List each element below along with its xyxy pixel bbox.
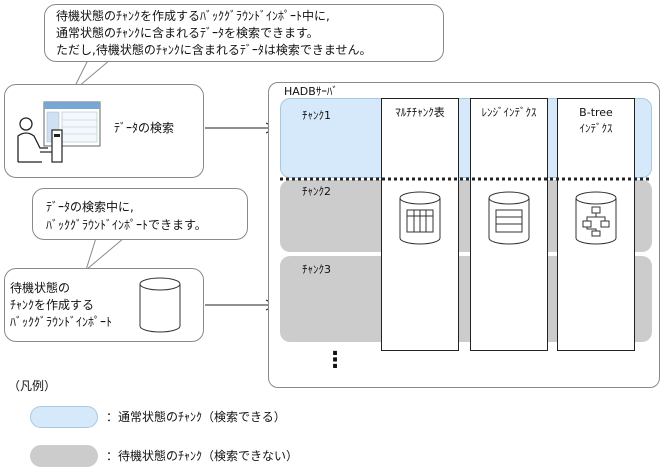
btree-index-header-2: ｲﾝﾃﾞｸｽ [579,122,613,135]
search-label: ﾃﾞｰﾀの検索 [114,121,175,135]
more-chunks-ellipsis: ⋮ [324,348,346,373]
legend-normal-swatch [30,406,98,428]
server-title: HADBｻｰﾊﾞ [284,85,338,98]
top-callout-line-2: 通常状態のﾁｬﾝｸに含まれるﾃﾞｰﾀを検索できます。 [56,26,319,40]
legend-title: （凡例） [8,379,57,393]
import-line-2: ﾁｬﾝｸを作成する [10,298,95,312]
import-line-1: 待機状態の [10,281,71,295]
btree-index-database-icon [575,191,617,245]
mid-callout-line-1: ﾃﾞｰﾀの検索中に, [46,200,134,214]
legend-standby-label: ：待機状態のﾁｬﾝｸ（検索できない） [106,449,299,463]
range-index-database-icon [488,191,530,245]
import-line-3: ﾊﾞｯｸｸﾞﾗｳﾝﾄﾞｲﾝﾎﾟｰﾄ [10,315,113,329]
btree-index-header-1: B-tree [579,106,613,119]
mid-callout-line-2: ﾊﾞｯｸｸﾞﾗｳﾝﾄﾞｲﾝﾎﾟｰﾄできます。 [46,218,207,232]
table-database-icon [399,191,441,245]
import-database-icon [139,277,181,333]
top-callout [44,4,444,62]
legend-standby-swatch [30,445,98,467]
user-computer-icon [17,101,101,163]
mid-callout [32,188,248,240]
top-callout-line-1: 待機状態のﾁｬﾝｸを作成するﾊﾞｯｸｸﾞﾗｳﾝﾄﾞｲﾝﾎﾟｰﾄ中に, [56,9,330,23]
chunk-2-label: ﾁｬﾝｸ2 [302,185,331,198]
multichunk-table-header: ﾏﾙﾁﾁｬﾝｸ表 [395,106,445,119]
legend-normal-label: ：通常状態のﾁｬﾝｸ（検索できる） [106,410,286,424]
range-index-header: ﾚﾝｼﾞｲﾝﾃﾞｸｽ [481,106,537,119]
top-callout-line-3: ただし,待機状態のﾁｬﾝｸに含まれるﾃﾞｰﾀは検索できません。 [56,43,372,57]
chunk-1-label: ﾁｬﾝｸ1 [302,109,331,122]
chunk-3-label: ﾁｬﾝｸ3 [302,263,331,276]
